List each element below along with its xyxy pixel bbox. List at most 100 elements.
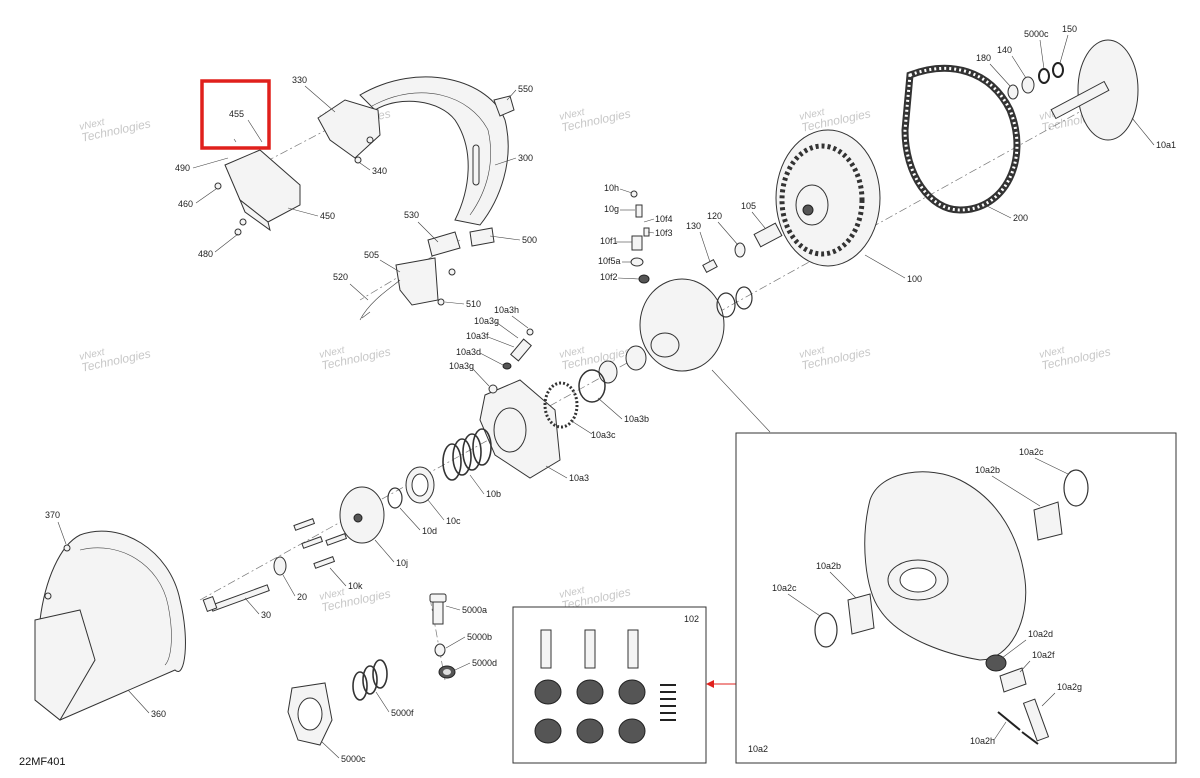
- ring-150: [1052, 62, 1064, 78]
- housing-10a2-hub: [650, 332, 680, 358]
- belt-200-teeth: [903, 67, 1019, 212]
- label-10d: 10d: [422, 526, 437, 536]
- kit-pin: [584, 629, 596, 669]
- label-5000a: 5000a: [462, 605, 487, 615]
- label-10a2c-2: 10a2c: [772, 583, 797, 593]
- spring-coil: [462, 433, 482, 471]
- spring-coil: [442, 443, 462, 481]
- leader-300: [494, 157, 517, 166]
- pulley-100: [775, 129, 881, 267]
- label-130: 130: [686, 221, 701, 231]
- leader-340: [359, 162, 371, 171]
- leader-10j: [374, 539, 395, 563]
- label-510: 510: [466, 299, 481, 309]
- part-10a3f: [510, 338, 532, 362]
- watermark: vNext: [798, 345, 826, 361]
- label-102: 102: [684, 614, 699, 624]
- leader-10a3b: [597, 397, 623, 420]
- bushing-105: [753, 222, 783, 248]
- leader-30: [244, 597, 260, 615]
- leader-500: [489, 235, 521, 241]
- label-10c: 10c: [446, 516, 461, 526]
- label-505: 505: [364, 250, 379, 260]
- part-10a3d: [502, 362, 512, 370]
- leader-10a2f: [1019, 660, 1031, 673]
- cover-360-rim: [79, 547, 172, 666]
- bolt-370-b: [44, 592, 52, 600]
- label-30: 30: [261, 610, 271, 620]
- central-housing: [598, 278, 753, 384]
- shaft-10a1: [1050, 80, 1110, 120]
- label-10a2f: 10a2f: [1032, 650, 1055, 660]
- leader-505: [379, 259, 401, 273]
- leader-10b: [469, 474, 485, 495]
- label-5000d: 5000d: [472, 658, 497, 668]
- ring-10d: [387, 487, 403, 509]
- nut-460: [214, 182, 222, 190]
- ring-180: [1007, 84, 1019, 100]
- label-10a2g: 10a2g: [1057, 682, 1082, 692]
- cover-360-panel: [34, 609, 96, 721]
- leader-10a3f: [487, 336, 515, 348]
- label-105: 105: [741, 201, 756, 211]
- bolt-510: [437, 298, 445, 306]
- leader-5000a: [445, 605, 461, 611]
- assembly-axis: [199, 94, 1111, 601]
- label-5000f: 5000f: [391, 708, 414, 718]
- label-480: 480: [198, 249, 213, 259]
- leader-10a3g-1: [495, 321, 519, 339]
- leader-530: [417, 221, 439, 243]
- ring-axis-2: [735, 286, 753, 310]
- bolt-480-b: [234, 228, 242, 236]
- label-10a3b: 10a3b: [624, 414, 649, 424]
- pulley-100-fins: [779, 143, 865, 257]
- kit-roller: [618, 679, 646, 705]
- leader-180: [989, 63, 1011, 87]
- watermark: vNext: [318, 587, 346, 603]
- label-10f5a: 10f5a: [598, 256, 621, 266]
- label-450: 450: [320, 211, 335, 221]
- kit-cap: [534, 718, 562, 744]
- part-10h: [630, 190, 638, 198]
- label-10k: 10k: [348, 581, 363, 591]
- label-150: 150: [1062, 24, 1077, 34]
- kit-roller: [534, 679, 562, 705]
- kit-102-contents: [534, 629, 676, 744]
- kit-pin: [627, 629, 639, 669]
- housing-10a2-detail: [864, 471, 1027, 661]
- mount-assembly: [359, 227, 495, 321]
- mount-530: [427, 231, 461, 257]
- part-5000a-head: [429, 593, 447, 603]
- leader-10c: [427, 499, 445, 521]
- arrow-head-left: [706, 680, 714, 688]
- bolt-10k: [293, 518, 316, 531]
- leader-520: [349, 283, 369, 301]
- leader-20: [282, 574, 296, 597]
- leader-460: [195, 188, 217, 204]
- label-5000c-bottom: 5000c: [341, 754, 366, 764]
- bolt-480: [239, 218, 247, 226]
- mount-500: [469, 227, 495, 247]
- leader-5000f: [375, 691, 390, 713]
- label-455: 455: [229, 109, 244, 119]
- detail-10a2-contents: [814, 469, 1089, 745]
- ring-5000c: [1038, 68, 1050, 84]
- belt-200: [901, 65, 1021, 214]
- pin-10a2h: [997, 711, 1021, 731]
- label-10g: 10g: [604, 204, 619, 214]
- leader-370: [57, 521, 67, 545]
- leader-510: [444, 301, 465, 305]
- leader-10k: [329, 567, 347, 587]
- label-10a3d: 10a3d: [456, 347, 481, 357]
- label-20: 20: [297, 592, 307, 602]
- leader-100: [864, 254, 906, 279]
- housing-10a2: [639, 278, 725, 372]
- label-520: 520: [333, 272, 348, 282]
- diagram-code: 22MF401: [19, 756, 65, 768]
- label-10f1: 10f1: [600, 236, 618, 246]
- watermark: vNext: [318, 345, 346, 361]
- spring-coil: [372, 659, 388, 689]
- label-10f2: 10f2: [600, 272, 618, 282]
- bolt-340: [354, 156, 362, 164]
